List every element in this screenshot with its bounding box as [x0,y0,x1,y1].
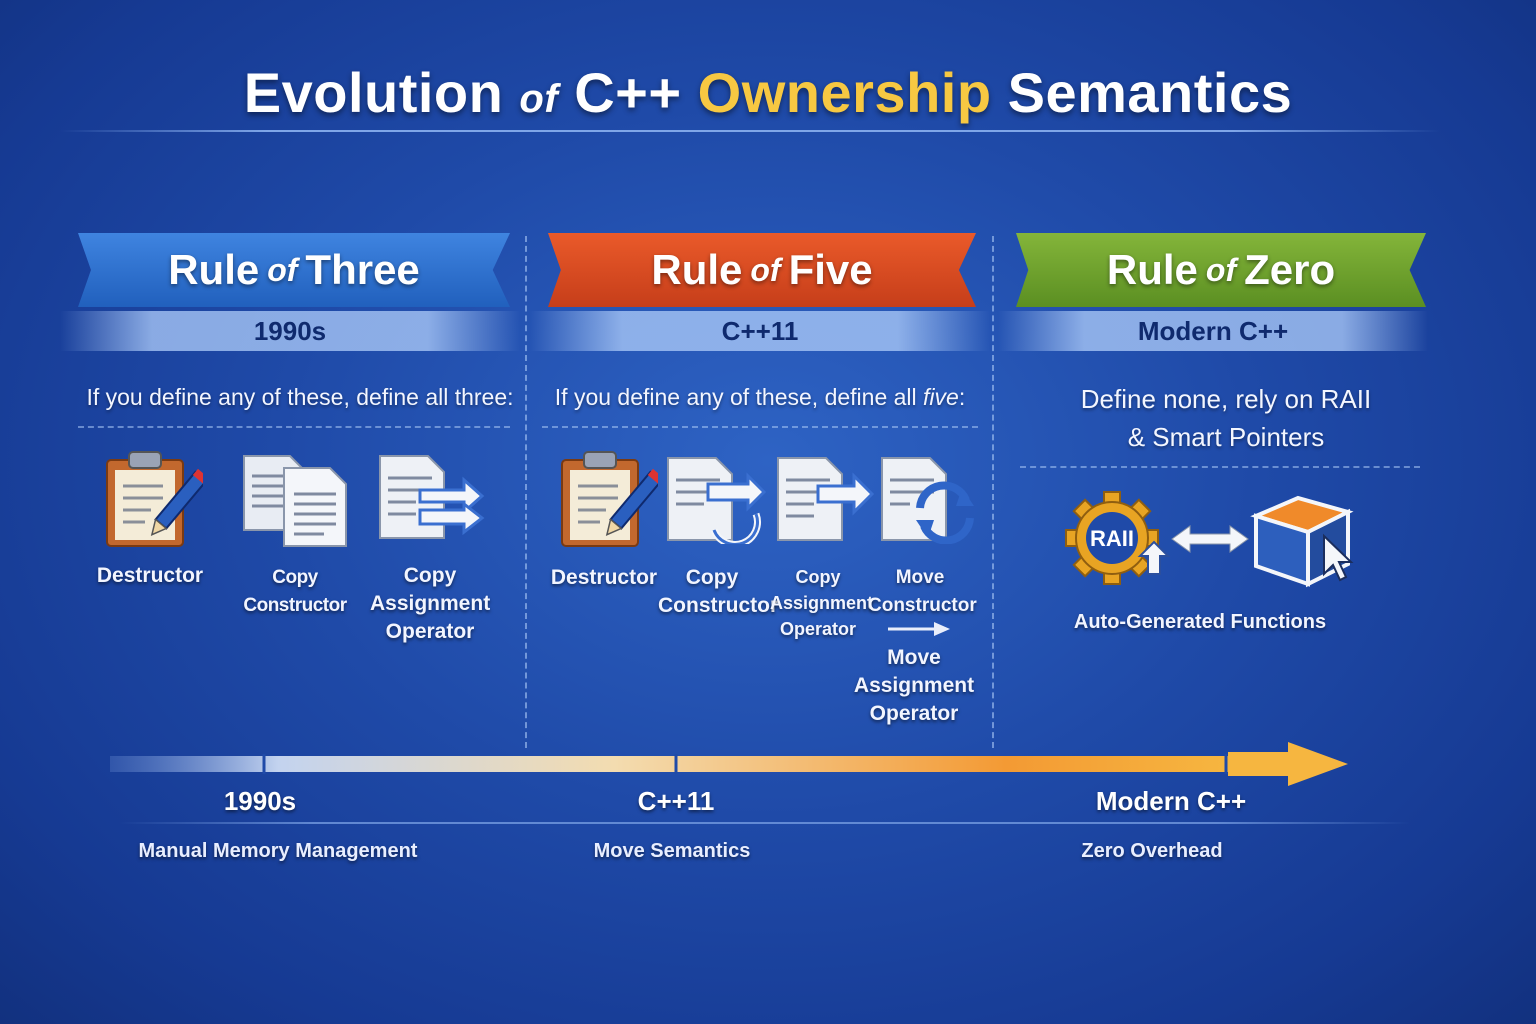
clipboard-pencil-icon [561,451,658,547]
cube-cursor-icon [1250,495,1354,588]
rule-divider [1020,466,1420,468]
rule-text-zero: Define none, rely on RAII & Smart Pointe… [1080,384,1372,452]
title-divider [60,130,1440,132]
rule-divider [78,426,510,428]
timeline-arrow [110,742,1348,786]
item-move-constructor: Move Constructor [868,567,977,616]
item-copy-assignment: Copy Assignment Operator [370,564,491,643]
item-move-assignment: Move Assignment Operator [853,646,975,725]
era-label-three: 1990s [60,311,520,351]
timeline-label-modern: Modern C++ [1095,786,1247,816]
timeline-label-1990s: 1990s [223,786,297,816]
double-arrow-icon [1171,525,1249,553]
document-arrow-icon [667,457,767,544]
item-copy-constructor: Copy Constructor [243,567,347,616]
item-destructor: Destructor [550,566,658,589]
copy-documents-icon [243,455,347,547]
timeline-note-cpp11: Move Semantics [593,840,751,862]
item-destructor: Destructor [96,564,204,587]
arrow-icon [888,622,950,636]
timeline-note-modern: Zero Overhead [1081,840,1223,862]
raii-label: RAII [1090,526,1134,551]
page-title: Evolution of C++ Ownership Semantics [243,61,1293,124]
timeline-divider [120,822,1410,824]
document-arrow-icon [379,455,485,539]
timeline-label-cpp11: C++11 [637,786,715,816]
era-label-zero: Modern C++ [998,311,1428,351]
document-arrow-icon [777,457,874,541]
item-copy-constructor: Copy Constructor [658,566,779,617]
timeline-note-1990s: Manual Memory Management [138,840,418,862]
raii-gear-icon: RAII [1065,491,1171,585]
clipboard-pencil-icon [106,451,203,547]
rule-text-three: If you define any of these, define all t… [86,384,514,410]
document-cycle-icon [881,457,974,544]
era-label-five: C++11 [530,311,990,351]
auto-generated-caption: Auto-Generated Functions [1073,611,1327,633]
item-copy-assignment: Copy Assignment Operator [770,567,874,639]
column-divider [992,236,994,748]
column-divider [525,236,527,748]
rule-text-five: If you define any of these, define all f… [554,384,966,410]
rule-divider [542,426,978,428]
